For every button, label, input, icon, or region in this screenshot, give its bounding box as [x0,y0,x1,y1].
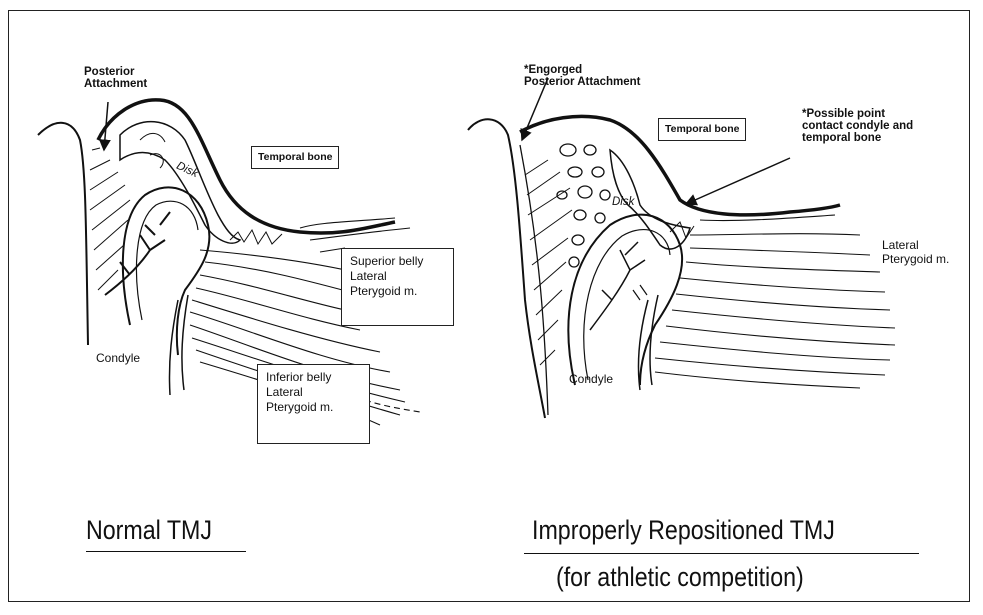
caption-underline-right [524,553,919,554]
label-engorged-posterior-attachment: *Engorged Posterior Attachment [524,64,641,88]
caption-underline-left [86,551,246,552]
label-condyle-right: Condyle [569,373,613,385]
label-condyle-left: Condyle [96,352,140,364]
label-temporal-bone-right: Temporal bone [658,118,746,141]
label-inferior-belly: Inferior belly Lateral Pterygoid m. [257,364,370,444]
label-disk-right: Disk [612,196,634,208]
label-point-contact: *Possible point contact condyle and temp… [802,108,913,144]
label-temporal-bone-left: Temporal bone [251,146,339,169]
label-lateral-pterygoid-right: Lateral Pterygoid m. [882,238,949,266]
caption-improper-tmj: Improperly Repositioned TMJ [532,515,835,546]
label-posterior-attachment: Posterior Attachment [84,66,147,90]
label-superior-belly: Superior belly Lateral Pterygoid m. [341,248,454,326]
caption-normal-tmj: Normal TMJ [86,515,212,546]
caption-athletic-competition: (for athletic competition) [556,562,804,593]
